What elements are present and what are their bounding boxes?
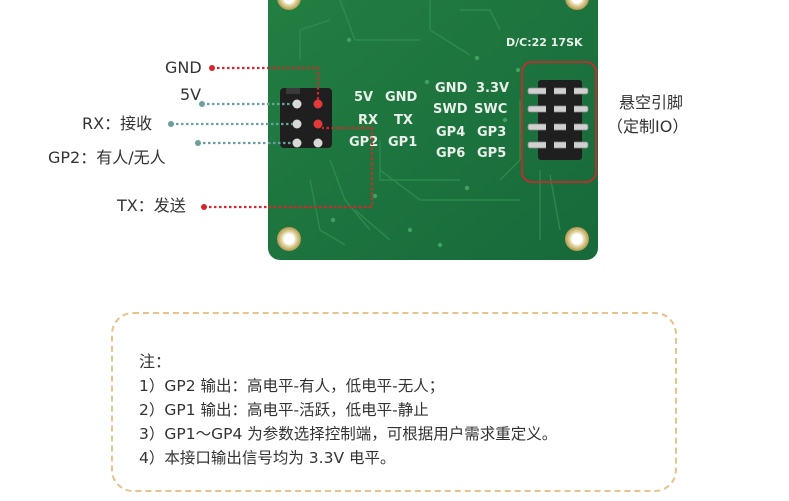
silk-gp5: GP5 — [477, 146, 506, 161]
gnd-callout-line — [212, 66, 320, 100]
note-item-1: 1）GP2 输出：高电平-有人，低电平-无人； — [139, 377, 445, 395]
silk-gnd: GND — [385, 90, 418, 105]
rx-label: RX：接收 — [82, 114, 153, 133]
gp2-label: GP2：有人/无人 — [48, 148, 166, 167]
silk-gp3: GP3 — [477, 125, 506, 140]
module-diagram: D/C:22 17SK 5V GND RX TX GP2 GP1 GND 3.3… — [168, 0, 598, 260]
silk-gp6: GP6 — [436, 146, 465, 161]
silk-gnd-right: GND — [435, 81, 468, 96]
5v-label: 5V — [180, 85, 202, 104]
note-item-4: 4）本接口输出信号均为 3.3V 电平。 — [139, 449, 396, 467]
gnd-label: GND — [165, 58, 202, 77]
silk-5v: 5V — [354, 90, 373, 105]
silk-3v3: 3.3V — [476, 81, 509, 96]
silk-gp4: GP4 — [436, 125, 465, 140]
reserved-pins-highlight — [521, 61, 597, 183]
silkscreen: D/C:22 17SK 5V GND RX TX GP2 GP1 GND 3.3… — [349, 36, 583, 161]
pcb-board — [268, 0, 598, 260]
tx-label: TX：发送 — [117, 196, 186, 215]
silk-swc: SWC — [474, 102, 507, 117]
left-connector — [280, 88, 332, 148]
note-item-3: 3）GP1～GP4 为参数选择控制端，可根据用户需求重定义。 — [139, 425, 558, 443]
custom-io-label: （定制IO） — [607, 117, 689, 136]
callout-lines — [171, 66, 374, 209]
silk-gp2: GP2 — [349, 135, 378, 150]
note-item-2: 2）GP1 输出：高电平-活跃，低电平-静止 — [139, 401, 429, 419]
mounting-holes — [277, 0, 589, 251]
notes-box: 注： 1）GP2 输出：高电平-有人，低电平-无人； 2）GP1 输出：高电平-… — [111, 312, 677, 492]
notes-title: 注： — [139, 352, 172, 371]
silk-swd: SWD — [433, 102, 468, 117]
reserved-pins-label: 悬空引脚 — [619, 93, 684, 112]
callout-dots — [168, 65, 215, 210]
board-code: D/C:22 17SK — [506, 36, 583, 49]
silk-tx: TX — [394, 113, 413, 128]
silk-rx: RX — [358, 113, 378, 128]
right-connector — [521, 61, 597, 183]
tx-callout-line — [204, 126, 374, 209]
silk-gp1: GP1 — [388, 135, 417, 150]
